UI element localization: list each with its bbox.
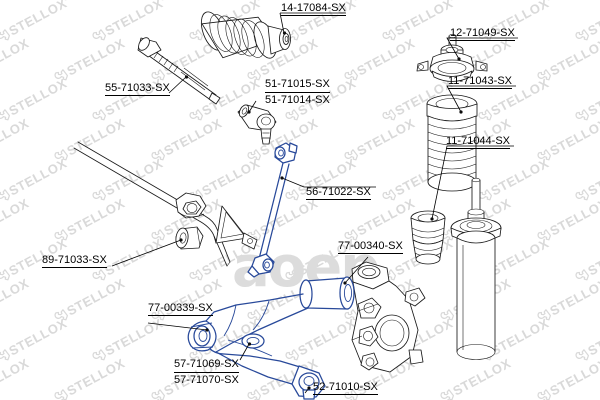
- part-label-11-71044: 11-71044-SX: [446, 135, 511, 149]
- leader-lines: [111, 12, 518, 394]
- part-label-57-71069: 57-71069-SX: [174, 358, 239, 373]
- part-stabilizer-link: [247, 142, 298, 278]
- part-label-12-71049: 12-71049-SX: [450, 27, 515, 41]
- part-label-51-71015: 51-71015-SX: [265, 78, 330, 93]
- part-steering-knuckle: [351, 261, 426, 373]
- part-bar-mount-bracket: [213, 205, 258, 250]
- part-label-52-71010: 52-71010-SX: [313, 381, 378, 395]
- part-label-14-17084: 14-17084-SX: [281, 2, 346, 16]
- part-steering-rack-boot: [200, 11, 291, 59]
- part-inner-tie-rod: [137, 37, 221, 105]
- part-label-77-00340: 77-00340-SX: [338, 240, 403, 254]
- part-label-89-71033: 89-71033-SX: [42, 254, 107, 268]
- part-tie-rod-end: [237, 104, 277, 145]
- part-bump-stop: [410, 210, 446, 265]
- part-shock-strut: [450, 177, 502, 360]
- part-label-77-00339: 77-00339-SX: [148, 302, 213, 316]
- part-strut-dust-boot: [426, 94, 478, 192]
- part-label-56-71022: 56-71022-SX: [306, 186, 371, 200]
- part-lower-control-arm: [187, 276, 355, 400]
- part-label-55-71033: 55-71033-SX: [105, 82, 170, 96]
- part-label-57-71070: 57-71070-SX: [174, 374, 239, 386]
- part-label-51-71015-51-71014: 51-71015-SX 51-71014-SX: [265, 78, 330, 107]
- part-label-57-71069-57-71070: 57-71069-SX 57-71070-SX: [174, 358, 239, 387]
- part-stabilizer-bar: [73, 141, 231, 267]
- part-label-11-71043: 11-71043-SX: [448, 75, 513, 89]
- part-stabilizer-bushing: [175, 226, 204, 250]
- part-label-51-71014: 51-71014-SX: [265, 94, 330, 106]
